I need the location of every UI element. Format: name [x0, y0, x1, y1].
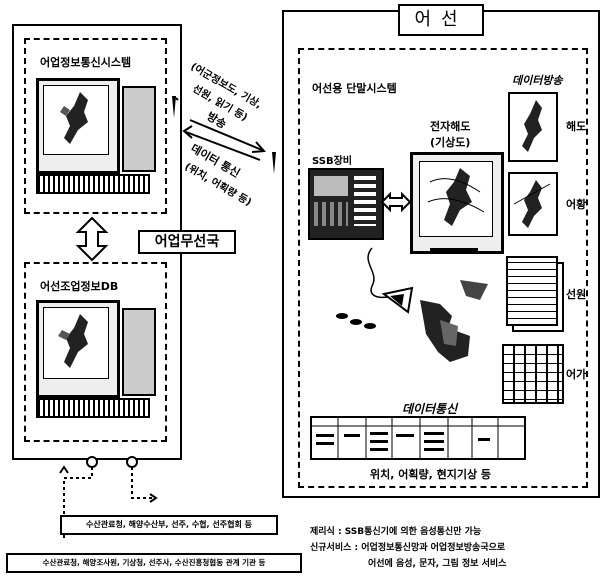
data-comm-label: 데이터통신	[402, 402, 458, 416]
note-line-1: 제리식 : SSB통신기에 의한 음성통신만 가능	[310, 527, 482, 537]
org-box-1: 수산관료청, 해양수산부, 선주, 수협, 선주협회 등	[60, 515, 278, 535]
upper-system-title: 어업정보통신시스템	[40, 56, 132, 69]
thumb-label-chart: 해도	[566, 120, 587, 133]
data-comm-caption: 위치, 어획량, 현지기상 등	[370, 468, 492, 481]
org-box-2: 수산관료청, 해양조사원, 기상청, 선주사, 수산진흥청협동 관계 기관 등	[6, 553, 302, 573]
fishery-radio-station-label: 어업무선국	[138, 230, 236, 254]
data-comm-table	[310, 416, 526, 460]
thumb-fishing	[508, 172, 558, 236]
upper-computer-icon	[36, 78, 156, 200]
electronic-chart-subtitle: (기상도)	[430, 136, 471, 149]
thumb-price-table	[502, 344, 564, 404]
upper-system-box	[24, 38, 167, 214]
thumb-label-fishing: 어황	[566, 198, 587, 211]
ssb-equipment-icon	[308, 168, 384, 240]
note-line-2: 신규서비스 : 어업정보통신망과 어업정보방송국으로	[310, 543, 506, 553]
thumb-crew-doc	[506, 256, 558, 326]
lower-db-box	[24, 262, 167, 442]
note-line-3: 어선에 음성, 문자, 그림 정보 서비스	[368, 559, 507, 569]
ship-title: 어선	[398, 4, 484, 36]
electronic-chart-monitor	[410, 152, 504, 254]
thumb-label-crew: 선원	[566, 288, 587, 301]
thumb-label-price: 어가	[566, 368, 587, 381]
ssb-label: SSB장비	[312, 156, 352, 167]
terminal-system-title: 어선용 단말시스템	[312, 82, 397, 95]
electronic-chart-title: 전자해도	[430, 120, 471, 133]
lower-db-title: 어선조업정보DB	[40, 280, 119, 293]
monitor-stand	[430, 248, 478, 254]
thumb-chart	[508, 92, 558, 162]
terminal-system-box	[298, 48, 588, 488]
data-broadcast-header: 데이터방송	[512, 74, 563, 87]
lower-computer-icon	[36, 300, 156, 426]
